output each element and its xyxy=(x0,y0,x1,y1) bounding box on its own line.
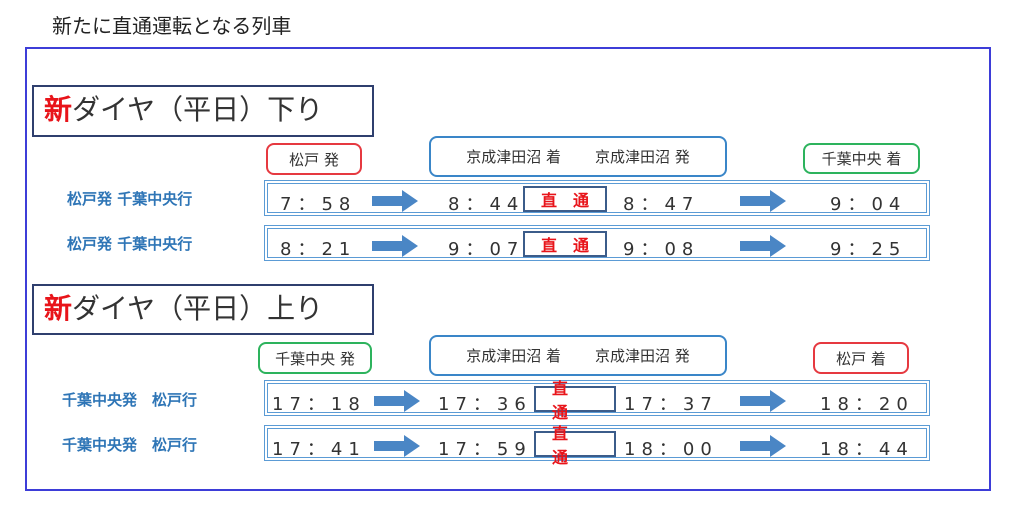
timetable-row: 8：21 9：07 直通 9：08 9：25 xyxy=(264,225,930,261)
destination-label: 松戸 着 xyxy=(813,342,909,374)
tsudanuma-departure-time: 8：47 xyxy=(623,194,700,215)
new-mark: 新 xyxy=(44,93,73,126)
route-label: 千葉中央発 松戸行 xyxy=(62,391,198,409)
arrow-right-icon xyxy=(374,390,420,412)
departure-time: 7：58 xyxy=(280,194,357,215)
section-heading-down: 新ダイヤ（平日）下り xyxy=(32,85,374,137)
tsudanuma-departure-time: 9：08 xyxy=(623,239,700,260)
tsudanuma-arrival-time: 9：07 xyxy=(448,239,525,260)
route-label: 松戸発 千葉中央行 xyxy=(67,235,193,253)
transfer-departure-label: 京成津田沼 発 xyxy=(595,347,690,365)
timetable-row: 7：58 8：44 直通 8：47 9：04 xyxy=(264,180,930,216)
through-service-badge: 直通 xyxy=(534,424,616,467)
arrival-time: 9：04 xyxy=(830,194,907,215)
through-service-badge: 直通 xyxy=(523,186,607,212)
timetable-row: 17：18 17：36 直通 17：37 18：20 xyxy=(264,379,930,422)
tsudanuma-arrival-time: 17：59 xyxy=(438,439,532,460)
tsudanuma-arrival-time: 8：44 xyxy=(448,194,525,215)
arrow-right-icon xyxy=(374,435,420,457)
section-heading-up: 新ダイヤ（平日）上り xyxy=(32,284,374,335)
transfer-arrival-label: 京成津田沼 着 xyxy=(466,347,561,365)
departure-time: 8：21 xyxy=(280,239,357,260)
new-mark: 新 xyxy=(44,292,73,325)
timetable-row: 17：41 17：59 直通 18：00 18：44 xyxy=(264,424,930,467)
arrow-right-icon xyxy=(372,235,418,257)
through-service-badge: 直通 xyxy=(534,379,616,422)
heading-text: ダイヤ（平日）上り xyxy=(72,292,324,325)
content-frame xyxy=(25,47,991,491)
arrival-time: 18：44 xyxy=(820,439,914,460)
origin-label: 千葉中央 発 xyxy=(258,342,372,374)
page-title: 新たに直通運転となる列車 xyxy=(52,14,292,38)
through-service-badge: 直通 xyxy=(523,231,607,257)
heading-text: ダイヤ（平日）下り xyxy=(72,93,324,126)
arrow-right-icon xyxy=(740,190,786,212)
arrow-right-icon xyxy=(372,190,418,212)
arrow-right-icon xyxy=(740,235,786,257)
origin-label: 松戸 発 xyxy=(266,143,362,175)
arrow-right-icon xyxy=(740,390,786,412)
arrival-time: 18：20 xyxy=(820,394,914,415)
tsudanuma-arrival-time: 17：36 xyxy=(438,394,532,415)
destination-label: 千葉中央 着 xyxy=(803,143,920,174)
departure-time: 17：41 xyxy=(272,439,366,460)
transfer-label: 京成津田沼 着 京成津田沼 発 xyxy=(429,335,727,376)
transfer-departure-label: 京成津田沼 発 xyxy=(595,148,690,166)
tsudanuma-departure-time: 18：00 xyxy=(624,439,718,460)
departure-time: 17：18 xyxy=(272,394,366,415)
transfer-label: 京成津田沼 着 京成津田沼 発 xyxy=(429,136,727,177)
transfer-arrival-label: 京成津田沼 着 xyxy=(466,148,561,166)
route-label: 松戸発 千葉中央行 xyxy=(67,190,193,208)
arrow-right-icon xyxy=(740,435,786,457)
tsudanuma-departure-time: 17：37 xyxy=(624,394,718,415)
route-label: 千葉中央発 松戸行 xyxy=(62,436,198,454)
arrival-time: 9：25 xyxy=(830,239,907,260)
